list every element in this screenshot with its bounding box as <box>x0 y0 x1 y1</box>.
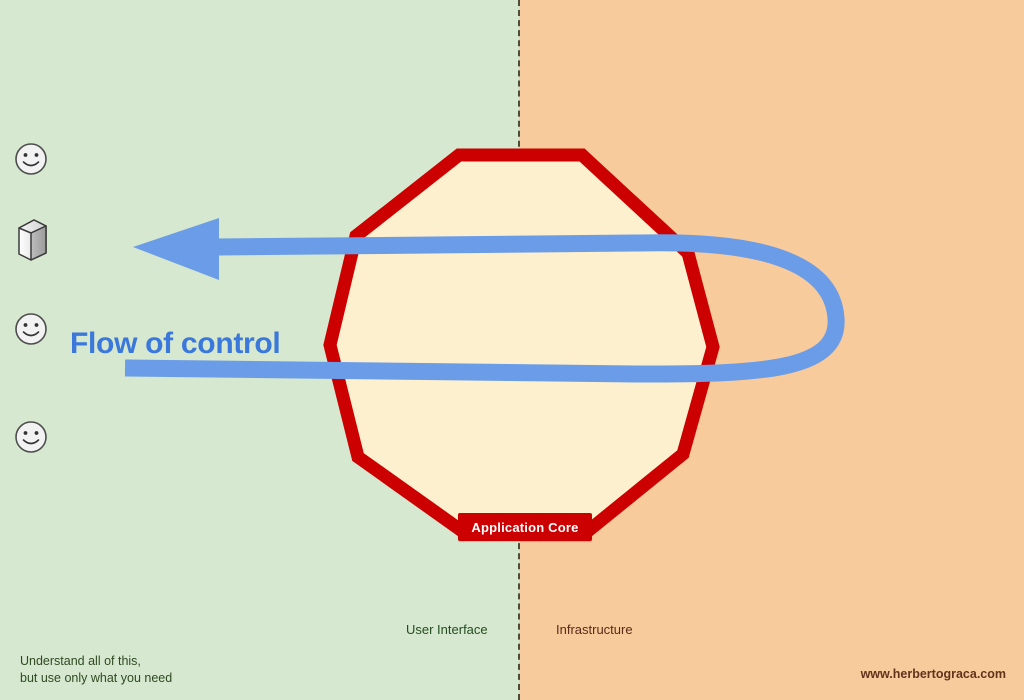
application-core-badge: Application Core <box>458 513 592 541</box>
flow-of-control-path <box>124 218 845 383</box>
flow-arrowhead-icon <box>133 218 219 280</box>
actor-system <box>14 217 48 261</box>
zone-label-infrastructure: Infrastructure <box>556 622 633 637</box>
smiley-face-icon <box>15 143 47 175</box>
actor-user-middle <box>14 312 48 350</box>
actor-user-bottom <box>14 420 48 458</box>
server-box-icon <box>18 219 47 261</box>
smiley-face-icon <box>15 313 47 345</box>
zone-label-user-interface: User Interface <box>406 622 488 637</box>
flow-of-control-label: Flow of control <box>70 327 281 360</box>
footnote-text: Understand all of this, but use only wha… <box>20 654 173 685</box>
smiley-face-icon <box>15 421 47 453</box>
application-core-octagon <box>323 148 720 538</box>
watermark-url: www.herbertograca.com <box>860 667 1006 681</box>
actor-user-top <box>14 142 48 180</box>
